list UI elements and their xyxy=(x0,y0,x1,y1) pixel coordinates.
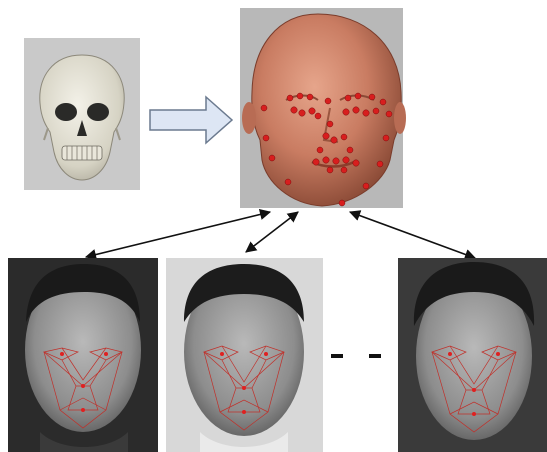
skull-panel xyxy=(24,38,140,190)
head-model-panel xyxy=(240,8,406,208)
connector-arrow-3 xyxy=(350,212,475,258)
ellipsis-icon xyxy=(331,354,381,358)
connector-arrows xyxy=(86,212,475,258)
face-photo-2 xyxy=(166,258,323,452)
connector-arrow-1 xyxy=(86,212,270,257)
connector-arrow-2 xyxy=(246,212,298,252)
face-photo-1 xyxy=(8,258,158,452)
face-photo-3 xyxy=(398,258,547,452)
transform-arrow-icon xyxy=(150,97,232,143)
